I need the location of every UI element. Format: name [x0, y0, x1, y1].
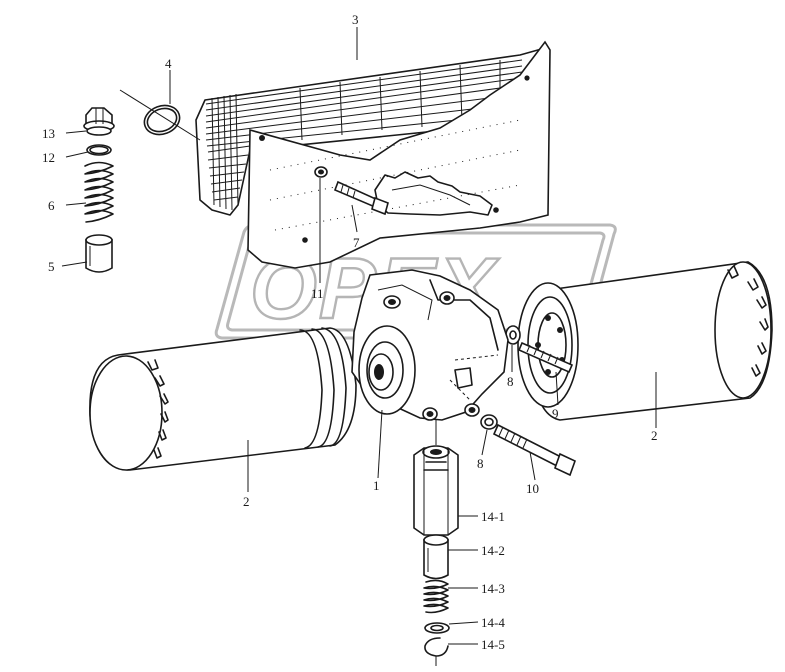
label-5: 5 [48, 259, 55, 274]
label-13: 13 [42, 126, 55, 141]
filter-head-1 [351, 269, 509, 421]
valve-14-2 [423, 534, 449, 580]
leader-lines [61, 27, 657, 645]
label-12: 12 [42, 150, 55, 165]
o-ring-4 [143, 104, 181, 136]
label-8-lower: 8 [477, 456, 484, 471]
label-3: 3 [352, 12, 359, 27]
label-4: 4 [165, 56, 172, 71]
spring-6 [84, 161, 114, 223]
label-14-1: 14-1 [481, 509, 505, 524]
label-7: 7 [353, 235, 360, 250]
label-8-upper: 8 [507, 374, 514, 389]
seat-14-4 [424, 622, 450, 634]
valve-5 [85, 234, 113, 273]
label-14-4: 14-4 [481, 615, 505, 630]
label-10: 10 [526, 481, 539, 496]
washer-8-lower [480, 414, 498, 430]
oil-filter-right [517, 261, 773, 421]
oil-cooler-core [195, 40, 551, 269]
label-14-5: 14-5 [481, 637, 505, 652]
bolt-7 [333, 180, 389, 216]
label-6: 6 [48, 198, 55, 213]
label-2-left: 2 [243, 494, 250, 509]
washer-11 [314, 166, 328, 178]
circlip-14-5 [424, 637, 449, 666]
seal-ring-12 [86, 144, 112, 156]
label-14-3: 14-3 [481, 581, 505, 596]
label-2-right: 2 [651, 428, 658, 443]
label-1: 1 [373, 478, 380, 493]
plug-13 [83, 107, 115, 136]
label-11: 11 [311, 286, 324, 301]
label-14-2: 14-2 [481, 543, 505, 558]
spring-14-3 [423, 579, 449, 614]
label-9: 9 [552, 406, 559, 421]
stud-9 [517, 341, 574, 374]
callout-labels: 3 4 13 12 6 5 7 11 1 2 2 8 8 9 10 14-1 1… [42, 12, 658, 652]
valve-body-14-1 [413, 445, 459, 536]
bolt-10 [492, 423, 576, 477]
oil-filter-left [89, 327, 357, 471]
